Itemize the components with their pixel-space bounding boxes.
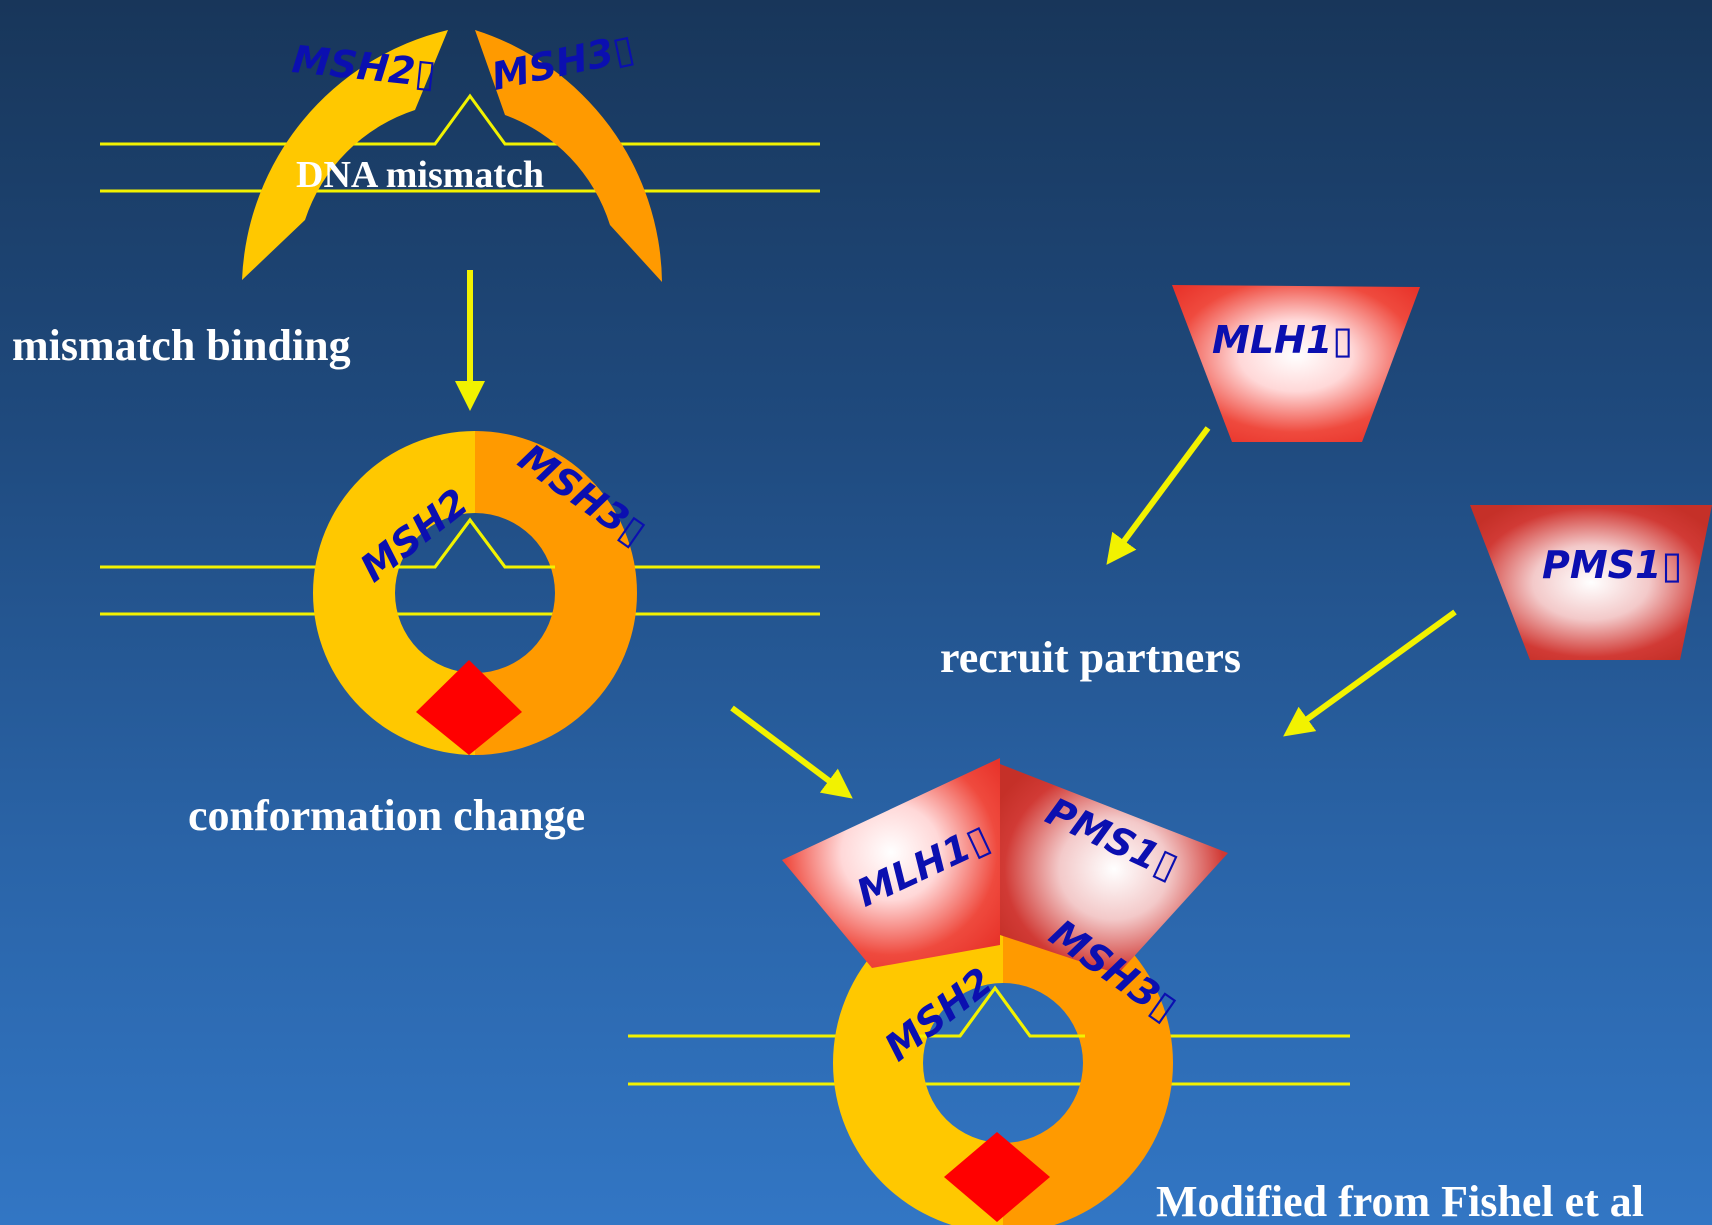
mlh1-label: MLH1▯ [1212, 318, 1353, 362]
msh2-subunit-complex [833, 893, 1003, 1225]
caption-conformation-change: conformation change [188, 791, 585, 840]
arrow-mlh1 [1106, 426, 1211, 565]
atp-site [944, 1132, 1050, 1222]
pms1-block [1470, 505, 1712, 660]
msh3-subunit-complex [1003, 893, 1173, 1225]
credit-caption: Modified from Fishel et al [1156, 1177, 1644, 1225]
mlh1-bound-block [782, 758, 1000, 968]
mlh1-block [1172, 285, 1420, 442]
arrow-pms1 [1283, 609, 1457, 737]
stage3-group: MLH1▯ PMS1▯ MSH2 MSH3▯ [628, 758, 1350, 1225]
msh2-subunit-closed [313, 431, 475, 755]
mlh1-free: MLH1▯ [1172, 285, 1420, 442]
stage1-group: MSH2▯ MSH3▯ DNA mismatch [100, 26, 820, 282]
stage2-group: MSH2 MSH3▯ [100, 431, 820, 755]
arrow-to-complex [730, 705, 853, 799]
caption-mismatch-binding: mismatch binding [12, 321, 351, 370]
dna-strand-top-overlay [915, 985, 1085, 1038]
dna-mismatch-label: DNA mismatch [296, 154, 544, 196]
pms1-bound-block [1000, 764, 1228, 974]
atp-site [416, 660, 522, 755]
msh2-subunit-open [242, 30, 448, 280]
dna-strand-top [100, 93, 820, 146]
caption-recruit-partners: recruit partners [940, 633, 1241, 682]
pms1-label: PMS1▯ [1542, 543, 1682, 587]
pms1-free: PMS1▯ [1470, 505, 1712, 660]
msh3-subunit-closed [475, 431, 637, 755]
dna-strand-top-overlay [395, 517, 555, 569]
msh3-subunit-open [475, 30, 662, 282]
